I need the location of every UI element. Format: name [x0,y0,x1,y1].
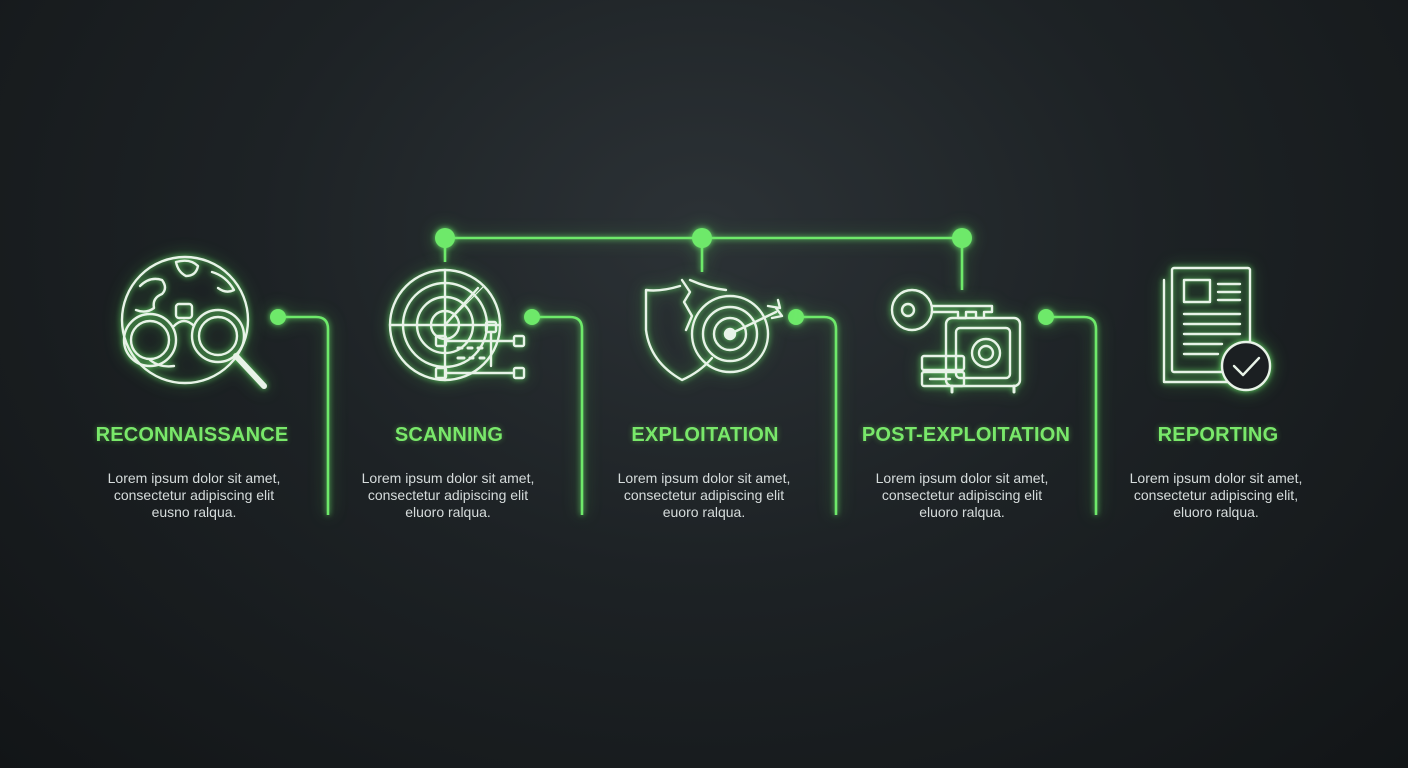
stage-desc-line: consectetur adipiscing elit, [1133,487,1299,503]
stage-desc-line: Lorem ipsum dolor sit amet, [107,470,281,486]
stage-title-exploitation: EXPLOITATION [631,424,779,446]
stage-desc-line: consectetur adipiscing elit [367,487,529,503]
stage-desc-line: consectetur adipiscing elit [881,487,1043,503]
stage-desc-reconnaissance: Lorem ipsum dolor sit amet, consectetur … [64,470,324,521]
side-connector-4 [1038,309,1098,515]
side-connector-2 [524,309,584,515]
stage-desc-scanning: Lorem ipsum dolor sit amet, consectetur … [318,470,578,521]
stage-desc-line: eusno ralqua. [151,504,237,520]
stage-desc-line: Lorem ipsum dolor sit amet, [617,470,791,486]
key-safe-icon [890,288,1022,394]
broken-shield-target-icon [644,278,784,382]
bus-node-post-exploitation [952,228,972,248]
stage-title-post-exploitation: POST-EXPLOITATION [861,424,1071,446]
report-document-check-icon [1162,266,1272,392]
radar-network-icon [388,268,526,382]
stage-desc-line: Lorem ipsum dolor sit amet, [875,470,1049,486]
top-bus-connector [435,228,972,290]
stage-title-reporting: REPORTING [1157,424,1279,446]
stage-desc-line: eluoro ralqua. [405,504,491,520]
stage-desc-line: euoro ralqua. [662,504,746,520]
stage-desc-line: consectetur adipiscing elit [623,487,785,503]
globe-binoculars-magnifier-icon [120,255,267,389]
stage-desc-exploitation: Lorem ipsum dolor sit amet, consectetur … [574,470,834,521]
stage-desc-line: eluoro ralqua. [1173,504,1259,520]
stage-desc-line: Lorem ipsum dolor sit amet, [361,470,535,486]
stage-desc-reporting: Lorem ipsum dolor sit amet, consectetur … [1086,470,1346,521]
stage-title-scanning: SCANNING [394,424,504,446]
stage-title-reconnaissance: RECONNAISSANCE [95,424,289,446]
bus-node-scanning [435,228,455,248]
stage-desc-line: eluoro ralqua. [919,504,1005,520]
side-connector-3 [788,309,838,515]
side-connector-1 [270,309,330,515]
bus-node-exploitation [692,228,712,248]
stage-desc-post-exploitation: Lorem ipsum dolor sit amet, consectetur … [832,470,1092,521]
stage-desc-line: Lorem ipsum dolor sit amet, [1129,470,1303,486]
stage-desc-line: consectetur adipiscing elit [113,487,275,503]
